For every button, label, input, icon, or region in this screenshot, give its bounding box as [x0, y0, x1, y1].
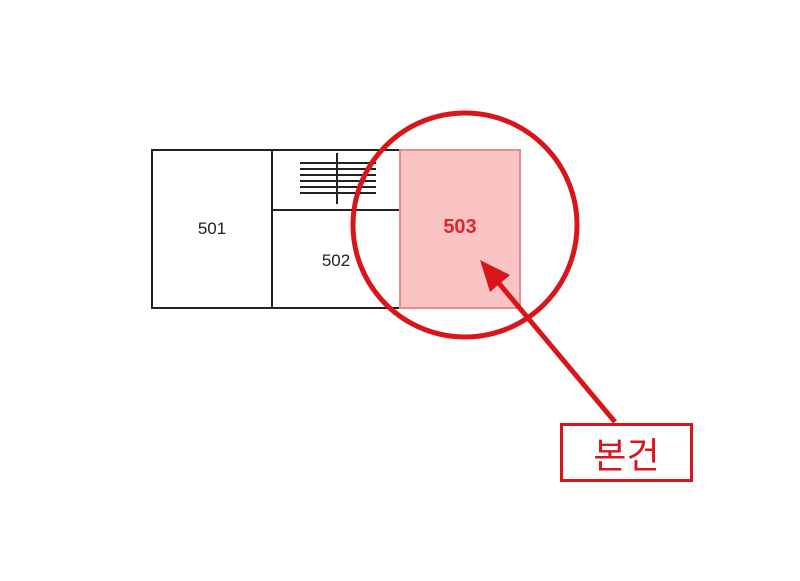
- arrow-icon: [480, 260, 617, 424]
- unit-502-label: 502: [321, 251, 351, 270]
- callout-label: 본건: [593, 435, 660, 477]
- unit-501-label: 501: [197, 219, 227, 238]
- highlight-circle: [350, 110, 580, 340]
- unit-503-label: 503: [443, 215, 477, 238]
- callout-label-box: 본건: [560, 423, 693, 482]
